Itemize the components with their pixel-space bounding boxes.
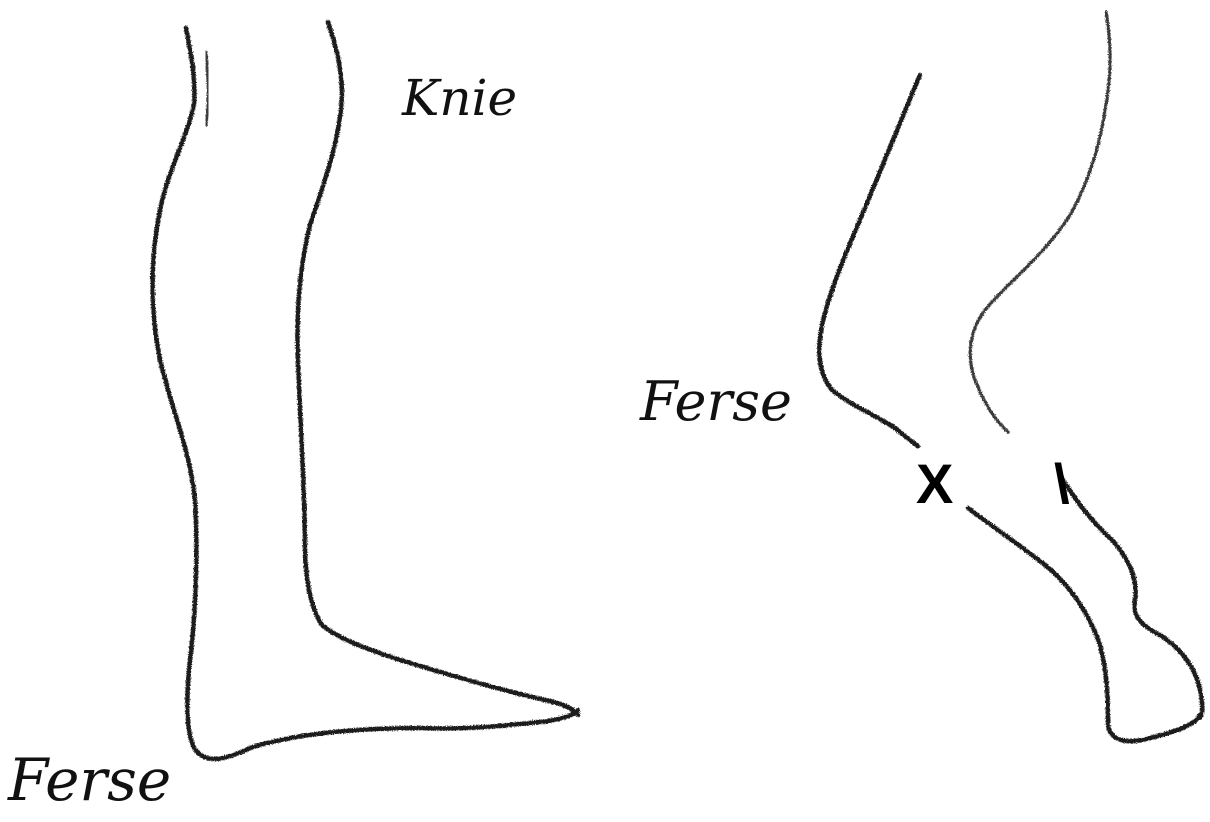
right-leg-back-upper-outline bbox=[819, 75, 920, 446]
x-mark: X bbox=[916, 452, 953, 515]
heel-label-right: Ferse bbox=[639, 370, 792, 433]
knee-label: Knie bbox=[401, 69, 517, 127]
slash-mark: \ bbox=[1054, 452, 1070, 515]
right-leg-front-lower-outline bbox=[1060, 475, 1202, 718]
right-leg-front-upper-outline bbox=[970, 12, 1110, 432]
left-leg-drawing bbox=[153, 22, 579, 759]
left-leg-back-double bbox=[206, 52, 208, 125]
right-leg-drawing bbox=[819, 12, 1202, 741]
right-leg-back-lower-outline bbox=[968, 508, 1200, 741]
heel-label-left: Ferse bbox=[7, 746, 171, 814]
